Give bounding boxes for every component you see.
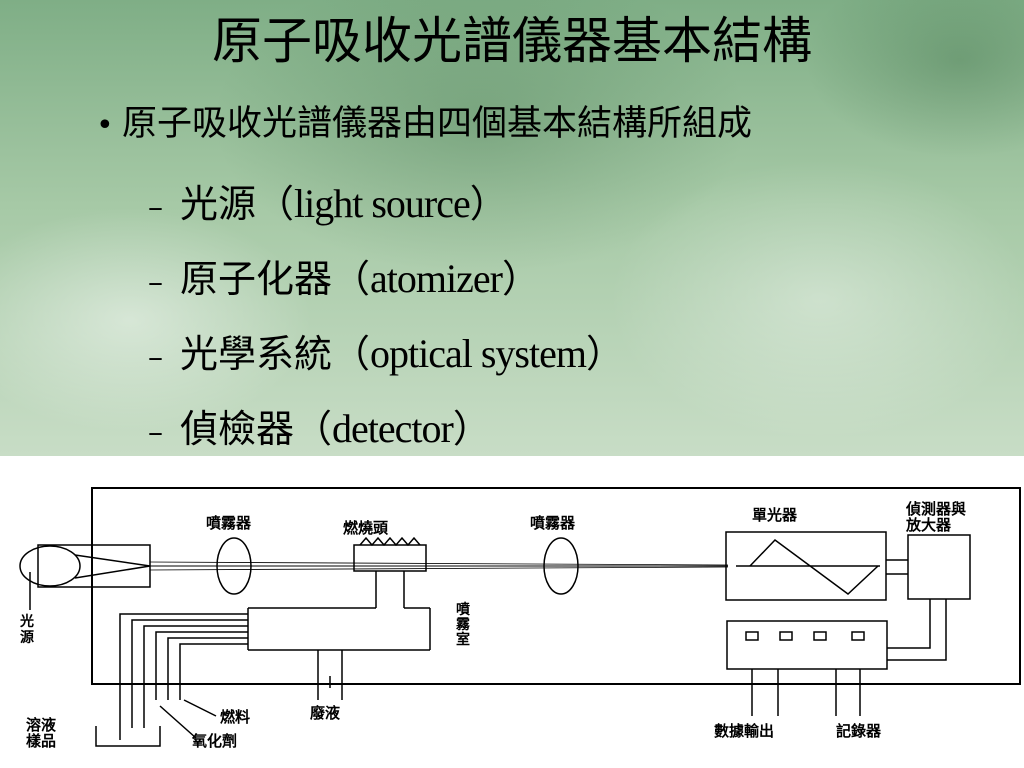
item-close: ） (452, 407, 491, 451)
dash: – (148, 340, 163, 375)
beam-edge (149, 561, 729, 566)
lens-left (216, 537, 252, 595)
list-item-optical-system: –光學系統（optical system） (148, 316, 624, 391)
label-waste: 廢液 (310, 704, 341, 722)
slide-title: 原子吸收光譜儀器基本結構 (212, 12, 812, 70)
main-bullet-text: 原子吸收光譜儀器由四個基本結構所組成 (122, 104, 753, 144)
detector-to-readout (887, 599, 947, 661)
lens-right (543, 537, 579, 595)
item-en: light source (294, 181, 471, 226)
item-zh: 光學系統（ (180, 332, 371, 376)
beam-edge (149, 566, 729, 571)
fuel-pointer (183, 699, 217, 717)
label-sample-1: 溶液 (26, 716, 57, 734)
bullet-dot: • (96, 108, 114, 143)
item-close: ） (469, 182, 508, 226)
oxidant-pointer (159, 705, 197, 739)
hollow-cathode-lamp (19, 544, 151, 588)
waste-drain (317, 650, 343, 700)
main-bullet: •原子吸收光譜儀器由四個基本結構所組成 (96, 98, 752, 152)
label-light-source-1: 光 (19, 613, 34, 630)
item-en: atomizer (370, 256, 503, 301)
aas-schematic-diagram: 噴霧器 燃燒頭 噴霧器 單光器 偵測器與 放大器 光 源 噴 霧 室 廢液 溶液… (19, 487, 1021, 750)
label-fuel: 燃料 (220, 708, 250, 726)
label-spray-chamber-2: 霧 (456, 617, 471, 633)
item-en: optical system (370, 331, 587, 376)
label-oxidant: 氧化劑 (191, 732, 237, 750)
item-close: ） (585, 332, 624, 376)
label-light-source-2: 源 (20, 629, 34, 646)
dash: – (148, 190, 163, 225)
spray-chamber (247, 607, 431, 651)
list-item-light-source: –光源（light source） (148, 166, 624, 241)
instrument-housing (91, 487, 1021, 685)
label-spray-chamber-3: 室 (456, 631, 470, 648)
item-en: detector (332, 406, 454, 451)
readout-unit (726, 620, 888, 670)
label-spray-chamber-1: 噴 (456, 601, 471, 618)
label-nebulizer-left: 噴霧器 (206, 514, 252, 532)
dash: – (148, 415, 163, 450)
item-zh: 偵檢器（ (180, 407, 333, 451)
item-zh: 原子化器（ (180, 257, 371, 301)
slide-background: 原子吸收光譜儀器基本結構 •原子吸收光譜儀器由四個基本結構所組成 –光源（lig… (0, 0, 1024, 456)
label-recorder: 記錄器 (836, 722, 882, 740)
label-detector-amp-2: 放大器 (905, 516, 952, 534)
label-monochromator: 單光器 (752, 506, 798, 524)
monochromator (725, 531, 887, 601)
item-close: ） (501, 257, 540, 301)
feed-tubes (119, 613, 248, 740)
label-burner-head: 燃燒頭 (343, 519, 389, 537)
detector-to-readout (887, 599, 931, 649)
label-sample-2: 樣品 (26, 732, 56, 750)
label-nebulizer-right: 噴霧器 (530, 514, 576, 532)
list-item-atomizer: –原子化器（atomizer） (148, 241, 624, 316)
component-list: –光源（light source） –原子化器（atomizer） –光學系統（… (148, 166, 624, 456)
dash: – (148, 265, 163, 300)
label-detector-amp-1: 偵測器與 (905, 500, 966, 518)
detector-amplifier (907, 534, 971, 600)
sample-beaker (95, 726, 161, 747)
burner-head (353, 536, 427, 608)
item-zh: 光源（ (180, 182, 295, 226)
label-data-output: 數據輸出 (714, 722, 774, 740)
list-item-detector: –偵檢器（detector） (148, 391, 624, 456)
